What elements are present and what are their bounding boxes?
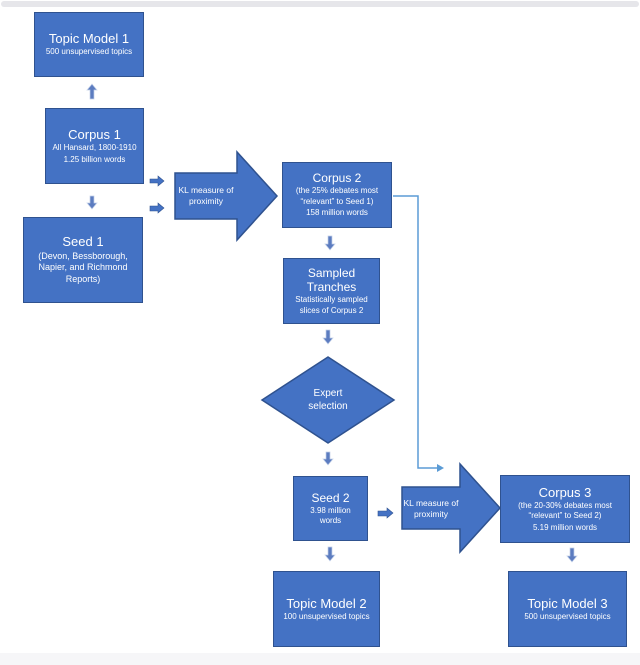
node-title: Corpus 2: [312, 171, 362, 186]
node-subtitle: Statistically sampled slices of Corpus 2: [295, 295, 368, 315]
node-corpus-2: Corpus 2 (the 25% debates most “relevant…: [282, 162, 392, 228]
kl-arrow-1-shape: [174, 150, 279, 242]
node-subtitle: 158 million words: [306, 208, 368, 218]
node-corpus-3: Corpus 3 (the 20-30% debates most “relev…: [500, 475, 630, 543]
node-title: Topic Model 1: [48, 31, 130, 47]
node-title: Corpus 1: [68, 126, 121, 142]
node-subtitle: (Devon, Bessborough, Napier, and Richmon…: [38, 250, 128, 284]
node-seed-2: Seed 2 3.98 million words: [293, 476, 368, 541]
bottom-edge-strip: [0, 653, 640, 665]
node-topic-model-2: Topic Model 2 100 unsupervised topics: [273, 571, 380, 647]
top-edge-bar: [1, 1, 639, 7]
node-subtitle: 3.98 million words: [310, 505, 351, 526]
expert-selection-diamond-shape: [260, 356, 396, 444]
arrow-up-corpus1-topicmodel1: [86, 83, 98, 100]
node-subtitle: 500 unsupervised topics: [45, 47, 133, 57]
node-subtitle: All Hansard, 1800-1910: [52, 143, 137, 153]
kl-arrow-2-shape: [401, 462, 502, 554]
arrow-down-corpus1-seed1: [86, 195, 98, 210]
node-subtitle: (the 20-30% debates most “relevant” to S…: [518, 501, 612, 521]
connector-corpus2-kl2: [393, 195, 437, 469]
node-seed-1: Seed 1 (Devon, Bessborough, Napier, and …: [23, 217, 143, 303]
node-topic-model-1: Topic Model 1 500 unsupervised topics: [34, 12, 144, 77]
node-title: Corpus 3: [538, 484, 592, 500]
node-topic-model-3: Topic Model 3 500 unsupervised topics: [508, 571, 627, 647]
arrow-right-seed1-kl1: [149, 202, 165, 214]
arrow-right-corpus1-kl1: [149, 175, 165, 187]
node-subtitle: 5.19 million words: [532, 522, 598, 532]
node-title: Seed 1: [62, 234, 104, 250]
node-title: Topic Model 2: [286, 595, 367, 611]
connector-corpus2-kl2-arrowhead: [437, 464, 444, 472]
arrow-down-tranches-expert: [322, 329, 334, 345]
node-subtitle: (the 25% debates most “relevant” to Seed…: [295, 186, 379, 206]
node-subtitle: 1.25 billion words: [63, 154, 126, 164]
node-subtitle: 500 unsupervised topics: [524, 611, 611, 621]
node-corpus-1: Corpus 1 All Hansard, 1800-1910 1.25 bil…: [45, 108, 144, 184]
node-title: Topic Model 3: [527, 595, 608, 611]
node-subtitle: 100 unsupervised topics: [283, 611, 370, 621]
arrow-down-expert-seed2: [322, 451, 334, 466]
arrow-down-corpus3-topicmodel3: [566, 547, 578, 563]
node-title: Seed 2: [311, 490, 350, 505]
arrow-right-seed2-kl2: [377, 507, 394, 519]
arrow-down-seed2-topicmodel2: [324, 546, 336, 562]
arrow-down-corpus2-tranches: [324, 235, 336, 251]
node-title: Sampled Tranches: [306, 265, 357, 295]
node-sampled-tranches: Sampled Tranches Statistically sampled s…: [283, 258, 380, 324]
